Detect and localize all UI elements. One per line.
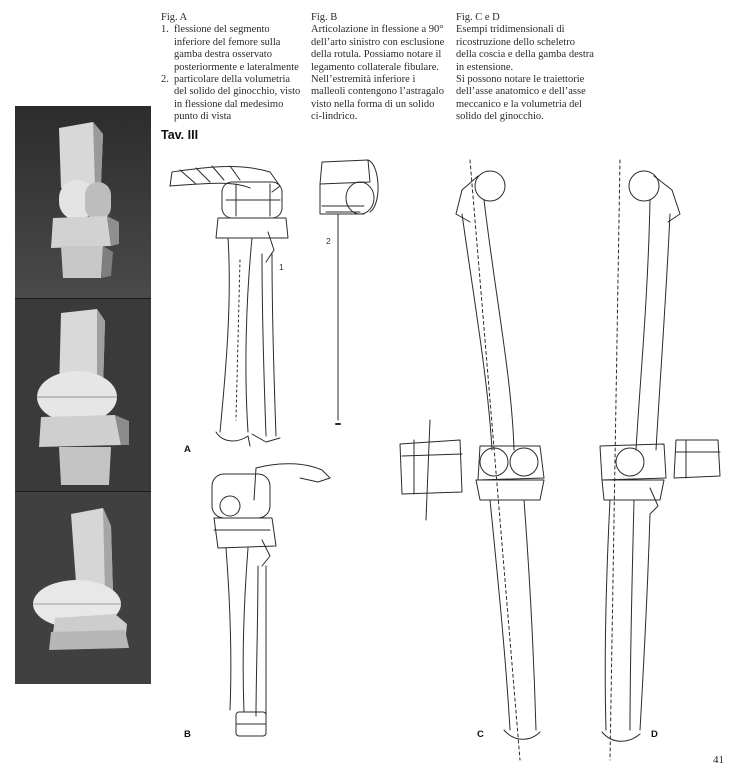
caption-fig-b-text: Articolazione in flessione a 90° dell’ar… [311, 24, 445, 123]
figure-label-a: A [184, 444, 191, 455]
caption-fig-b: Fig. B Articolazione in flessione a 90° … [311, 12, 447, 124]
caption-fig-a: Fig. A 1.flessione del segmento inferior… [161, 12, 301, 124]
fig-b-drawing [212, 464, 330, 736]
caption-fig-a-item-1: 1.flessione del segmento inferiore del f… [161, 24, 299, 73]
knee-model-photo-3 [15, 492, 151, 684]
figure-label-c: C [477, 729, 484, 740]
page-number: 41 [713, 754, 724, 766]
knee-model-photo-2 [15, 299, 151, 491]
caption-fig-a-item-2: 2.particolare della volumetria del solid… [161, 74, 301, 123]
fig-b-solid [320, 160, 378, 424]
detail-number-2: 2 [326, 236, 331, 246]
figure-label-b: B [184, 729, 191, 740]
caption-fig-cd-heading: Fig. C e D [456, 12, 500, 23]
caption-fig-b-heading: Fig. B [311, 12, 338, 23]
detail-number-1: 1 [279, 262, 284, 272]
fig-c-drawing [400, 160, 544, 760]
figure-label-d: D [651, 729, 658, 740]
plate-title: Tav. III [161, 128, 199, 142]
caption-fig-cd-text2: Si possono notare le traiettorie dell’as… [456, 74, 586, 123]
photo-column [15, 106, 151, 684]
fig-a-drawing [170, 166, 288, 446]
caption-fig-cd-text: Esempi tridimensionali di ricostruzione … [456, 24, 594, 73]
caption-fig-cd: Fig. C e D Esempi tridimensionali di ric… [456, 12, 596, 124]
fig-d-drawing [600, 160, 720, 760]
knee-model-photo-1 [15, 106, 151, 298]
caption-fig-a-heading: Fig. A [161, 12, 188, 23]
